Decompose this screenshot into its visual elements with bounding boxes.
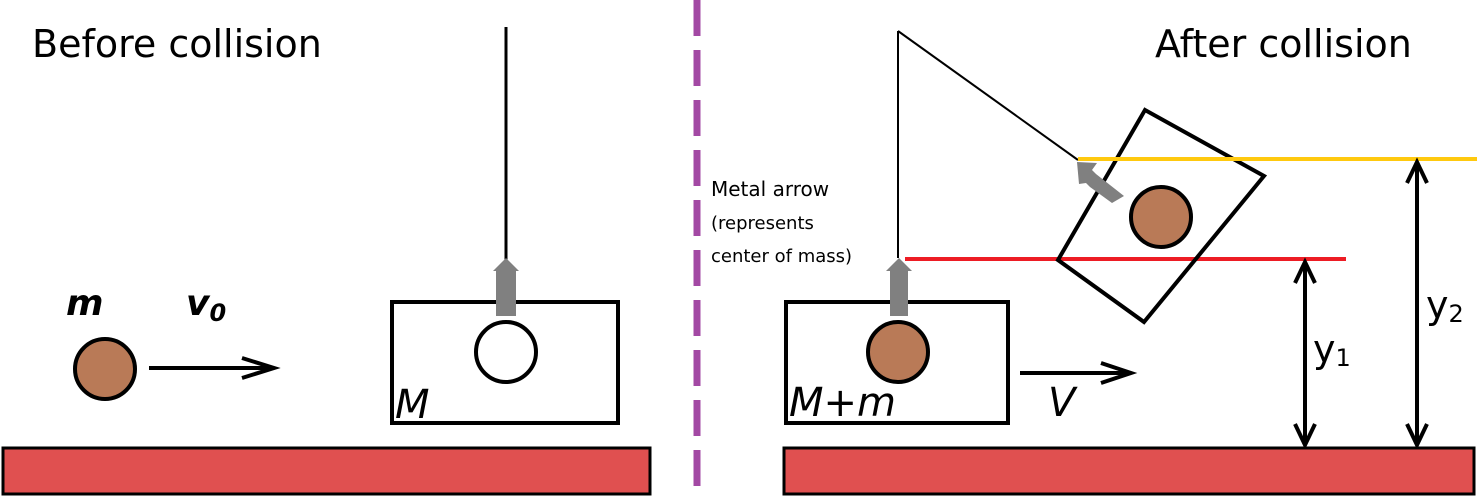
embedded-bullet-swung: [1129, 185, 1193, 249]
final-velocity-label: V: [1048, 380, 1078, 426]
ground-after: [782, 446, 1476, 496]
metal-arrow-label-line1: Metal arrow: [711, 177, 829, 201]
block-after-swung: [1055, 107, 1268, 325]
initial-velocity-label: v0: [186, 283, 226, 327]
initial-velocity-arrow: [149, 356, 281, 380]
height-y2-label: y2: [1426, 283, 1464, 328]
after-collision-title: After collision: [1155, 22, 1412, 66]
metal-arrow-label-line3: center of mass): [711, 246, 852, 267]
ground-before: [1, 446, 652, 496]
metal-arrow-after-rest: [886, 258, 912, 316]
before-collision-title: Before collision: [32, 22, 322, 66]
height-y1-label: y1: [1313, 327, 1351, 372]
metal-arrow-after-swung: [1077, 162, 1124, 203]
height-y2-arrow: [1405, 157, 1429, 450]
embedded-bullet-rest: [866, 320, 930, 384]
height-y1-arrow: [1293, 257, 1317, 450]
block-mass-label: M: [395, 382, 430, 428]
pendulum-string-swung: [897, 30, 1079, 161]
metal-arrow-before: [493, 258, 519, 316]
final-velocity-arrow: [1020, 361, 1138, 385]
metal-arrow-label-line2: (represents: [711, 213, 814, 234]
bullet-mass-label: m: [66, 283, 104, 324]
empty-slot-circle: [474, 320, 538, 384]
combined-mass-label: M+m: [789, 380, 896, 426]
bullet: [73, 337, 137, 401]
